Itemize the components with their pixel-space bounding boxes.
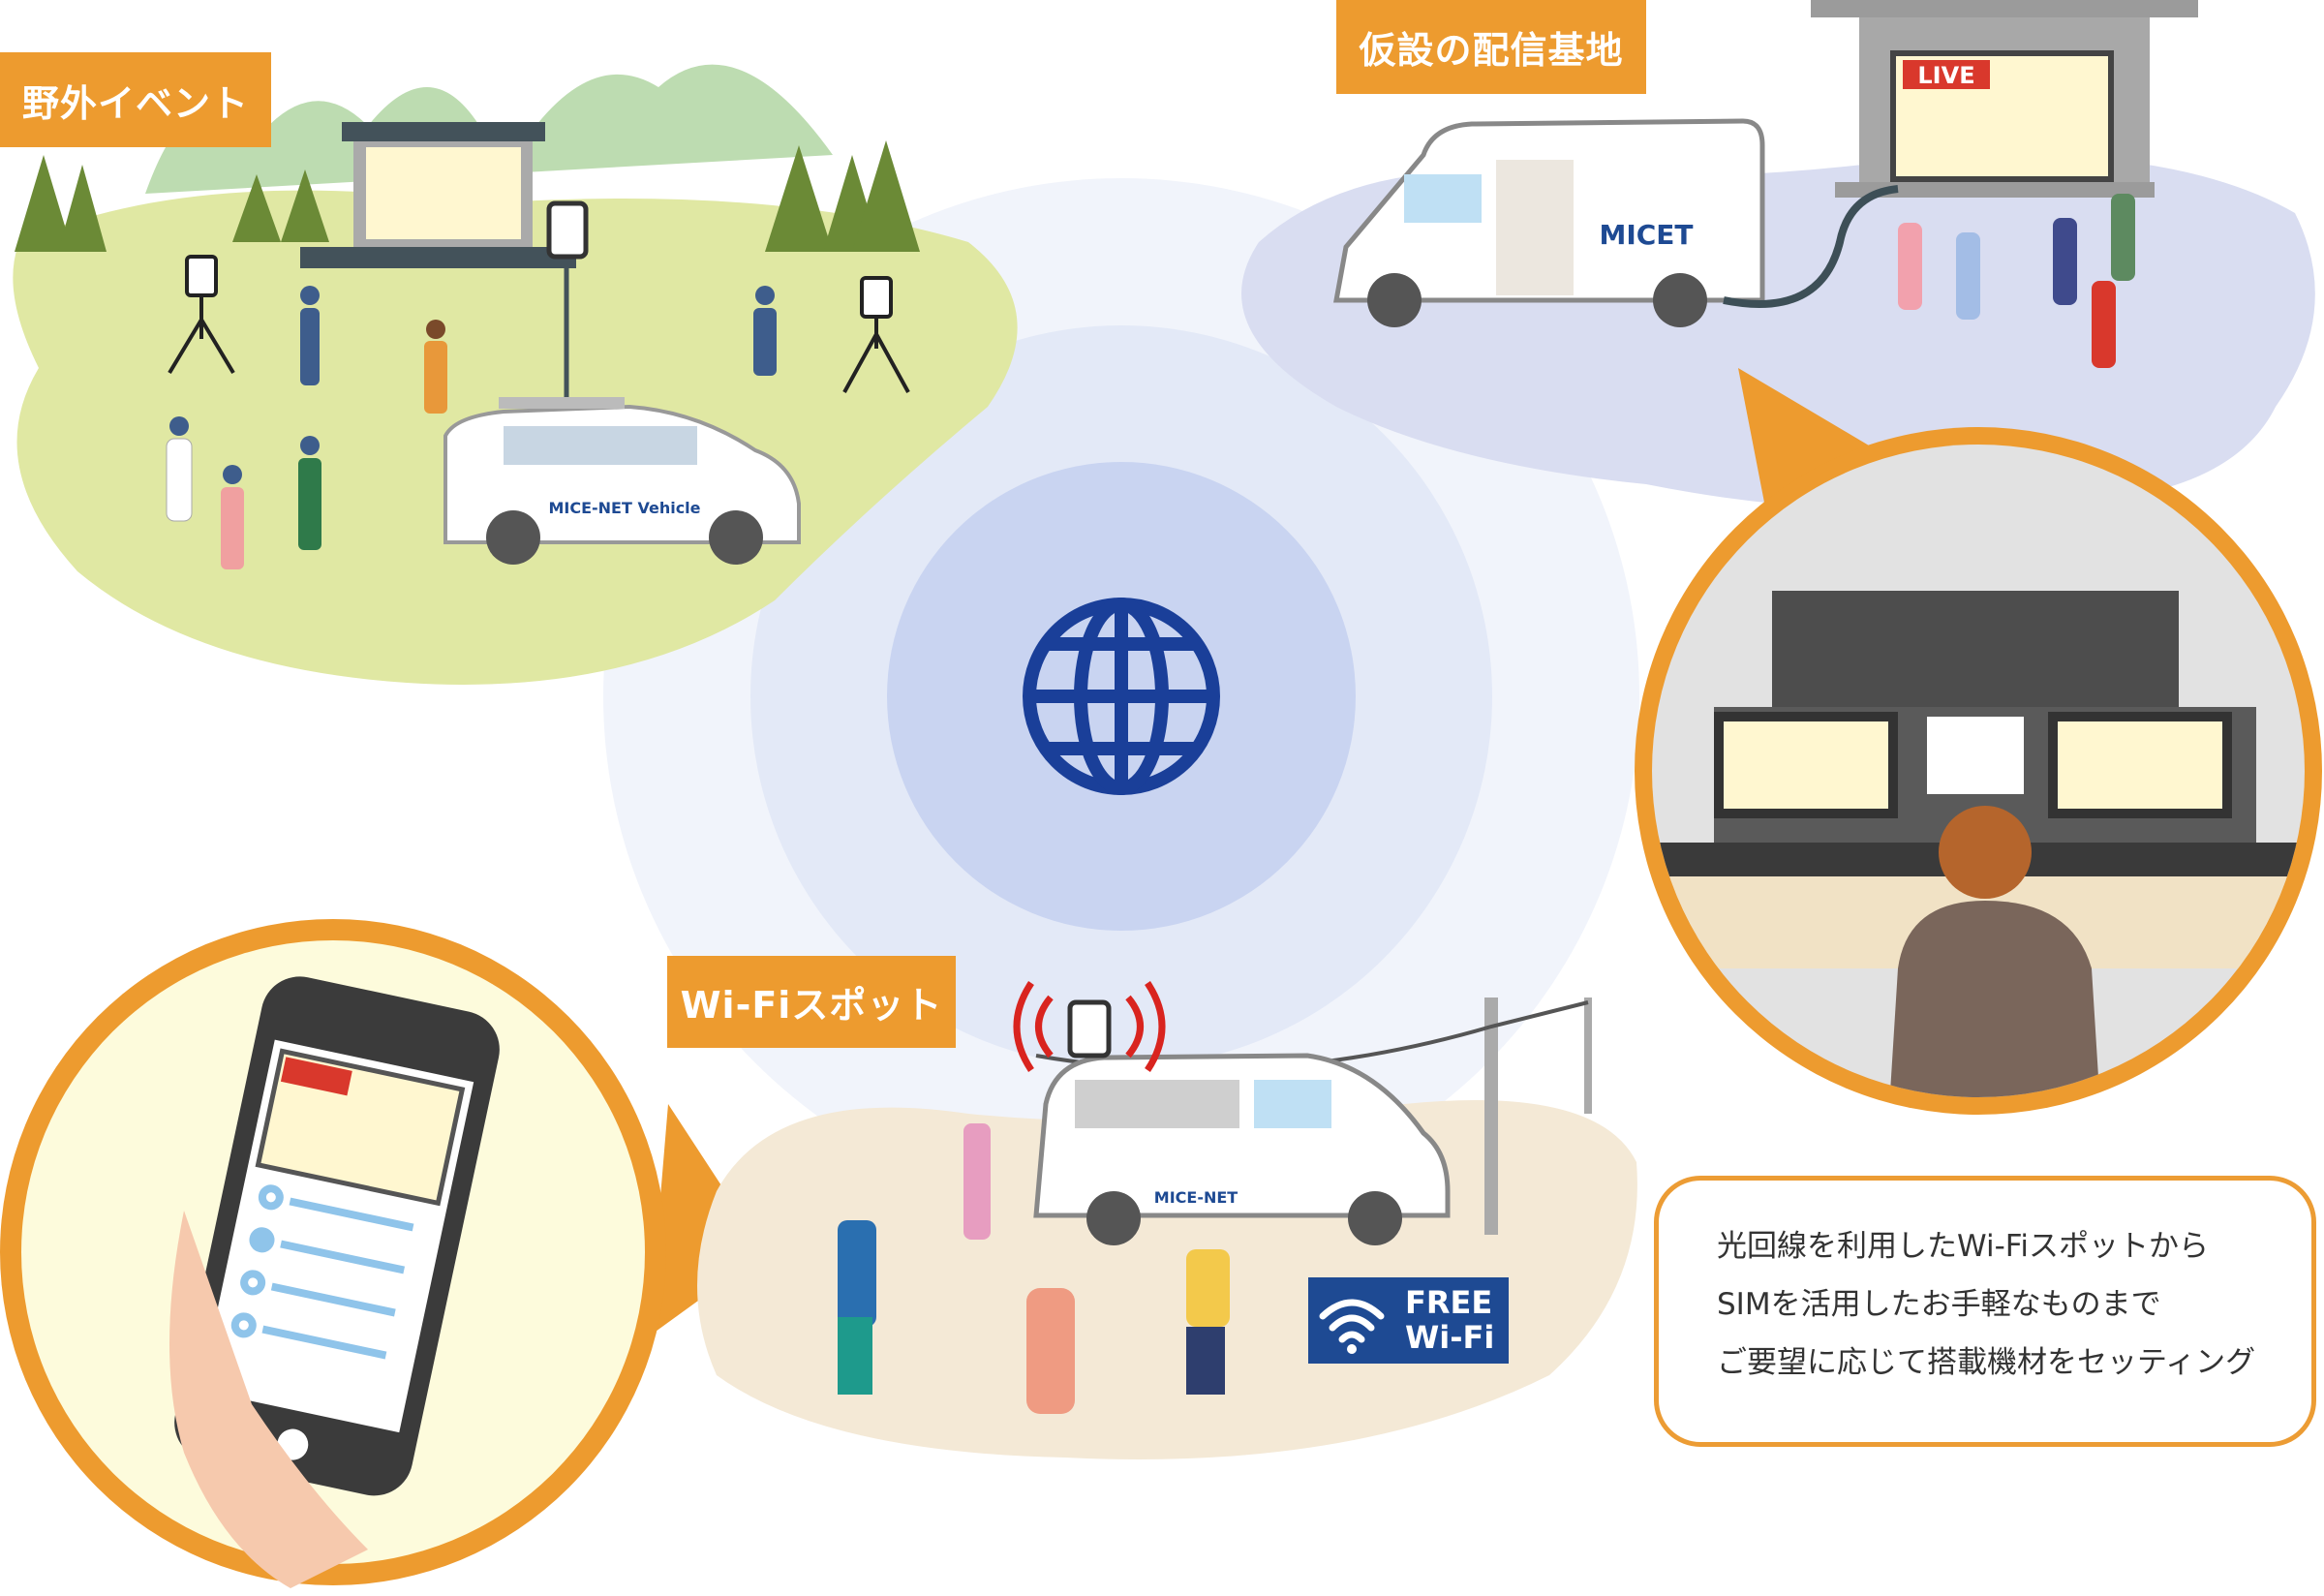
wifi-icon [1319, 1299, 1385, 1354]
description-line: 光回線を利用したWi-Fiスポットから [1717, 1229, 2209, 1264]
smartphone-bubble [0, 919, 765, 1588]
wifi-spot-label: Wi-Fiスポット [667, 956, 956, 1048]
description-line: ご要望に応じて搭載機材をセッティング [1717, 1345, 2256, 1380]
signal-icon [1013, 981, 1166, 1072]
wifi-spot-scene: MICE-NET [697, 981, 1637, 1459]
control-room-bubble [1635, 368, 2322, 1115]
temporary-base-scene: LIVE MICET [1241, 0, 2315, 510]
car-brand-text: MICE-NET Vehicle [548, 499, 700, 517]
description-line: SIMを活用したお手軽なものまで [1717, 1287, 2161, 1322]
description-box: 光回線を利用したWi-Fiスポットから SIMを活用したお手軽なものまで ご要望… [1654, 1176, 2316, 1447]
free-text: FREE [1405, 1284, 1493, 1321]
free-wifi-sign: FREE Wi-Fi [1308, 1277, 1509, 1364]
temporary-base-label: 仮設の配信基地 [1336, 0, 1646, 94]
live-badge: LIVE [1917, 62, 1974, 89]
outdoor-event-label: 野外イベント [0, 52, 271, 147]
wifi-text: Wi-Fi [1405, 1319, 1495, 1356]
van-brand-text: MICET [1599, 219, 1693, 251]
van-brand-text: MICE-NET [1154, 1188, 1238, 1207]
outdoor-event-scene: MICE-NET Vehicle [13, 64, 1018, 685]
globe-icon [1023, 598, 1220, 795]
